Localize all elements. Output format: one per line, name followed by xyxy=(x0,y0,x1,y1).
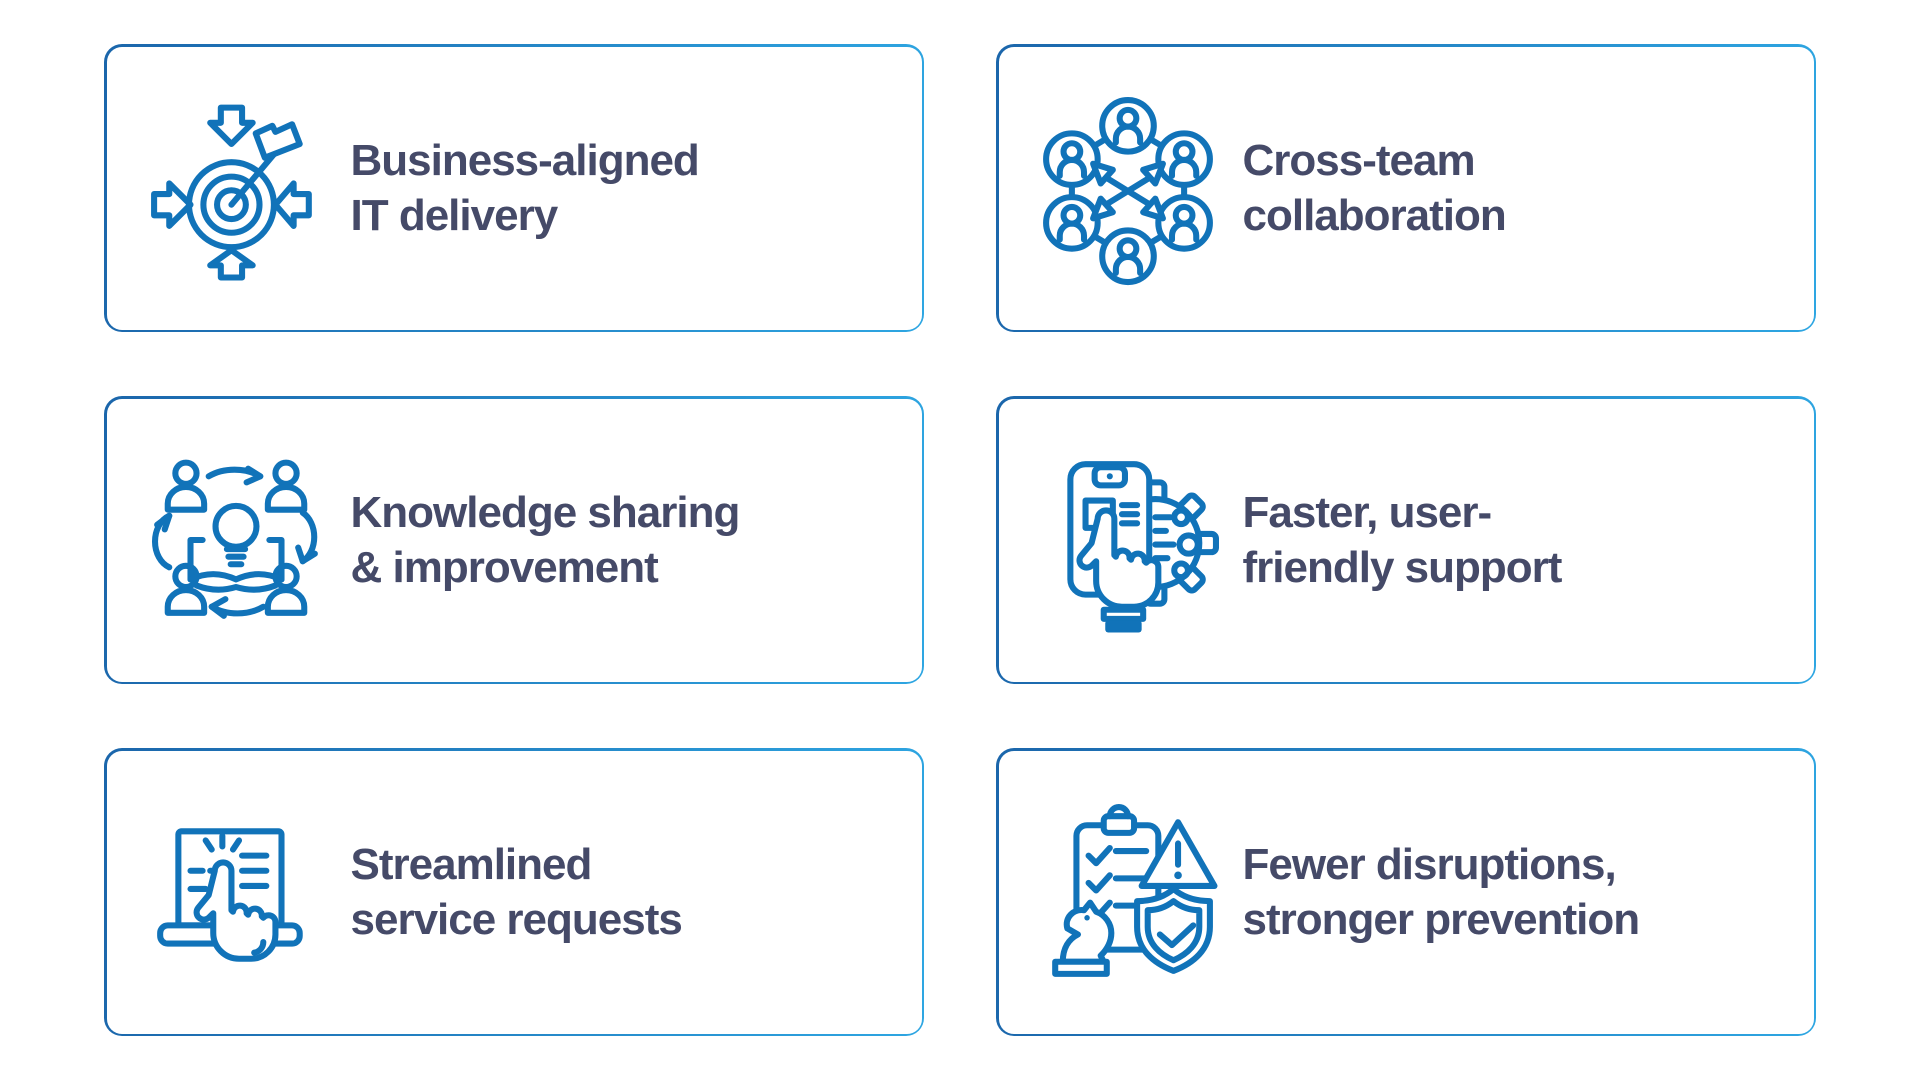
target-arrows-icon xyxy=(150,104,312,281)
knowledge-cycle-icon xyxy=(145,442,327,638)
card-cross-team-collaboration: Cross-team collaboration xyxy=(996,44,1816,332)
card-title: Faster, user- friendly support xyxy=(1242,488,1563,592)
card-streamlined-service-requests: Streamlined service requests xyxy=(104,748,924,1036)
phone-gear-icon xyxy=(1037,442,1219,638)
card-inner: Knowledge sharing & improvement xyxy=(106,398,922,682)
target-arrows-icon xyxy=(145,90,327,286)
checklist-shield-knight-icon xyxy=(1051,804,1217,977)
card-title: Fewer disruptions, stronger prevention xyxy=(1242,840,1641,944)
phone-gear-icon xyxy=(1066,461,1219,633)
card-title: Business-aligned IT delivery xyxy=(350,136,700,240)
card-business-aligned-it-delivery: Business-aligned IT delivery xyxy=(104,44,924,332)
card-knowledge-sharing-improvement: Knowledge sharing & improvement xyxy=(104,396,924,684)
card-title: Knowledge sharing & improvement xyxy=(350,488,741,592)
benefits-grid: Business-aligned IT delivery xyxy=(104,44,1816,1036)
card-inner: Fewer disruptions, stronger prevention xyxy=(998,750,1814,1034)
laptop-click-icon xyxy=(145,794,327,990)
card-inner: Business-aligned IT delivery xyxy=(106,46,922,330)
card-faster-user-friendly-support: Faster, user- friendly support xyxy=(996,396,1816,684)
laptop-click-icon xyxy=(156,828,303,962)
card-inner: Streamlined service requests xyxy=(106,750,922,1034)
checklist-shield-knight-icon xyxy=(1037,794,1219,990)
people-network-icon xyxy=(1037,90,1219,286)
card-title: Streamlined service requests xyxy=(350,840,683,944)
card-fewer-disruptions-stronger-prevention: Fewer disruptions, stronger prevention xyxy=(996,748,1816,1036)
people-network-icon xyxy=(1037,90,1219,286)
knowledge-cycle-icon xyxy=(151,442,318,619)
card-inner: Faster, user- friendly support xyxy=(998,398,1814,682)
card-inner: Cross-team collaboration xyxy=(998,46,1814,330)
card-title: Cross-team collaboration xyxy=(1242,136,1507,240)
